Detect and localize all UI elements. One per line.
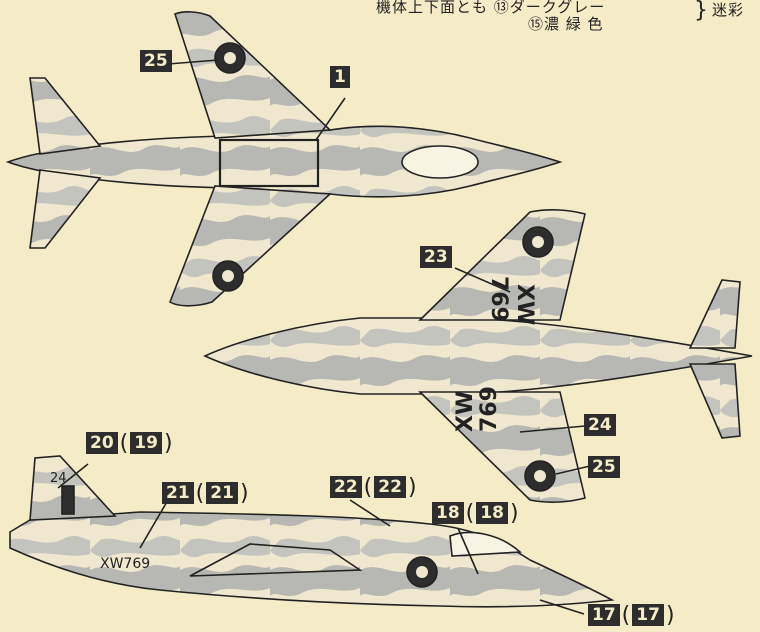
side-view-aircraft bbox=[9, 455, 615, 615]
callout-25-bottom: 25 bbox=[588, 454, 620, 480]
top-view-tailplane-lower bbox=[29, 169, 102, 249]
side-view-fin-flash bbox=[61, 485, 75, 515]
lower-wing-serial-xw: XW bbox=[453, 391, 478, 432]
top-view-panel-1 bbox=[218, 138, 320, 188]
top-view-tailplane-upper bbox=[29, 77, 102, 155]
side-serial: XW769 bbox=[100, 556, 150, 572]
side-view-canopy bbox=[449, 531, 522, 557]
callout-24: 24 bbox=[584, 412, 616, 438]
header-surface-note: 機体上下面とも bbox=[376, 0, 489, 16]
header-line-1: 機体上下面とも ⑬ダークグレー bbox=[376, 0, 605, 17]
callout-22-22: 22 ( 22 ) bbox=[330, 474, 417, 500]
callout-23: 23 bbox=[420, 244, 452, 270]
callout-21-21: 21 ( 21 ) bbox=[162, 480, 249, 506]
header-color-13: ⑬ダークグレー bbox=[493, 0, 606, 16]
callout-18-18: 18 ( 18 ) bbox=[432, 500, 519, 526]
lower-wing-serial-number: 769 bbox=[477, 386, 502, 432]
callout-20-19: 20 ( 19 ) bbox=[86, 430, 173, 456]
top-view-fuselage bbox=[5, 125, 563, 198]
top-view-canopy bbox=[401, 145, 479, 179]
bottom-view-fuselage bbox=[203, 317, 753, 395]
top-view-aircraft bbox=[5, 11, 563, 307]
side-view-wing bbox=[189, 543, 363, 577]
upper-wing-serial-xw: XW bbox=[512, 284, 537, 325]
callout-17-17: 17 ( 17 ) bbox=[588, 602, 675, 628]
bottom-view-tailplane-lower bbox=[688, 363, 741, 439]
callout-25-top: 25 bbox=[140, 48, 172, 74]
fin-code: 24 bbox=[50, 471, 67, 486]
header-color-15: ⑮濃 緑 色 bbox=[528, 15, 604, 33]
bottom-view-aircraft bbox=[203, 209, 753, 503]
callout-1: 1 bbox=[330, 64, 350, 90]
top-view-wing-lower bbox=[169, 185, 332, 307]
top-view-wing-upper bbox=[174, 11, 332, 139]
serial-markings: XW 769 XW 769 24 XW769 bbox=[50, 276, 537, 572]
header-brace: } bbox=[694, 0, 708, 23]
bottom-view-tailplane-upper bbox=[688, 279, 741, 349]
bottom-view-wing-lower bbox=[418, 391, 586, 503]
upper-wing-serial-number: 769 bbox=[486, 276, 511, 322]
header-camo-label: 迷彩 bbox=[712, 1, 745, 19]
